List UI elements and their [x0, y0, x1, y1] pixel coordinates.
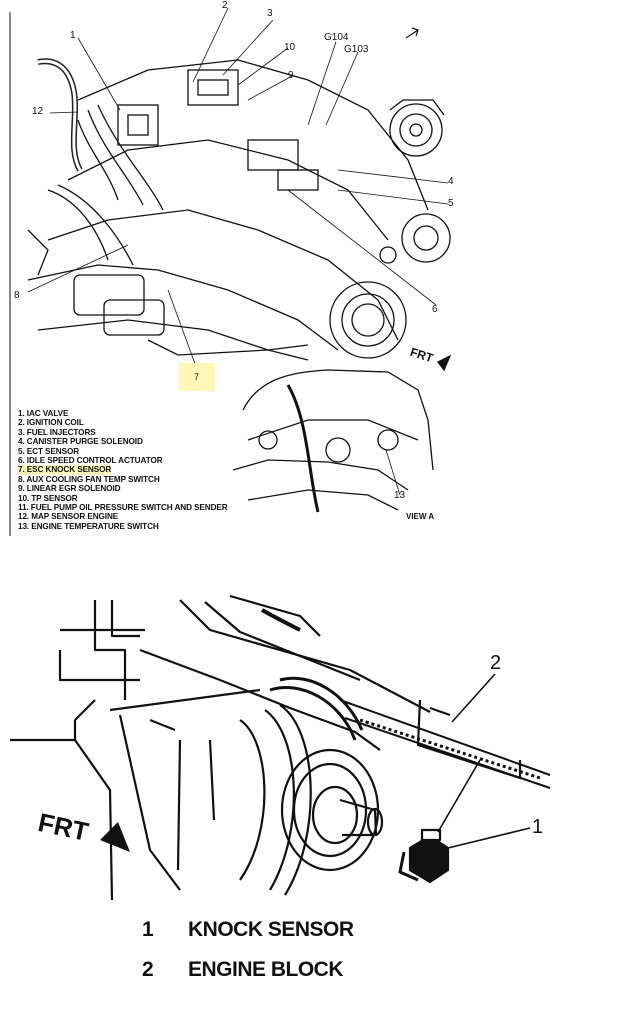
legend-label: KNOCK SENSOR	[188, 918, 354, 941]
legend-number: 2	[142, 958, 154, 981]
legend-item: 5. ECT SENSOR	[18, 446, 80, 456]
legend-item: 8. AUX COOLING FAN TEMP SWITCH	[18, 474, 160, 484]
callout-4: 4	[448, 176, 454, 187]
legend-item: 11. FUEL PUMP OIL PRESSURE SWITCH AND SE…	[18, 503, 228, 513]
callout-6: 6	[432, 304, 438, 315]
callout-13: 13	[394, 490, 406, 501]
callout-2: 2	[490, 652, 502, 674]
engine-component-locator-diagram: 1 2 3 10 9 G104 G103 12 4 5 6 8 7 13 FRT…	[8, 0, 468, 538]
callout-g103: G103	[344, 44, 369, 55]
engine-line-art	[9, 7, 452, 536]
knock-sensor-highlight	[179, 363, 215, 391]
callout-1: 1	[532, 816, 544, 838]
legend-label: ENGINE BLOCK	[188, 958, 344, 981]
legend-item: 9. LINEAR EGR SOLENOID	[18, 484, 121, 494]
legend-item: 6. IDLE SPEED CONTROL ACTUATOR	[18, 456, 163, 466]
callout-12: 12	[32, 106, 44, 117]
callout-g104: G104	[324, 32, 349, 43]
legend-item: 3. FUEL INJECTORS	[18, 427, 96, 437]
callout-1: 1	[70, 30, 76, 41]
callout-3: 3	[267, 8, 273, 19]
legend-number: 1	[142, 918, 154, 941]
legend-item: 2. IGNITION COIL	[18, 418, 84, 428]
callout-2: 2	[222, 0, 228, 11]
legend-item: 1. IAC VALVE	[18, 409, 69, 418]
callout-9: 9	[288, 70, 294, 81]
callout-7: 7	[194, 372, 200, 382]
component-legend: 1. IAC VALVE 2. IGNITION COIL 3. FUEL IN…	[18, 409, 228, 531]
legend-row-knock-sensor: 1 KNOCK SENSOR	[142, 918, 354, 942]
legend-item-knock-sensor: 7. ESC KNOCK SENSOR	[18, 465, 112, 475]
callout-10: 10	[284, 42, 296, 53]
callout-5: 5	[448, 198, 454, 209]
legend-item: 4. CANISTER PURGE SOLENOID	[18, 437, 143, 447]
legend-item-highlighted: 7. ESC KNOCK SENSOR	[18, 465, 228, 475]
view-a-label: VIEW A	[406, 512, 435, 521]
callout-8: 8	[14, 290, 20, 301]
starter-knock-sensor-art	[10, 594, 551, 901]
legend-item: 12. MAP SENSOR ENGINE	[18, 512, 119, 522]
legend-item: 10. TP SENSOR	[18, 493, 78, 503]
legend-row-engine-block: 2 ENGINE BLOCK	[142, 958, 344, 982]
legend-item: 13. ENGINE TEMPERATURE SWITCH	[18, 521, 159, 531]
